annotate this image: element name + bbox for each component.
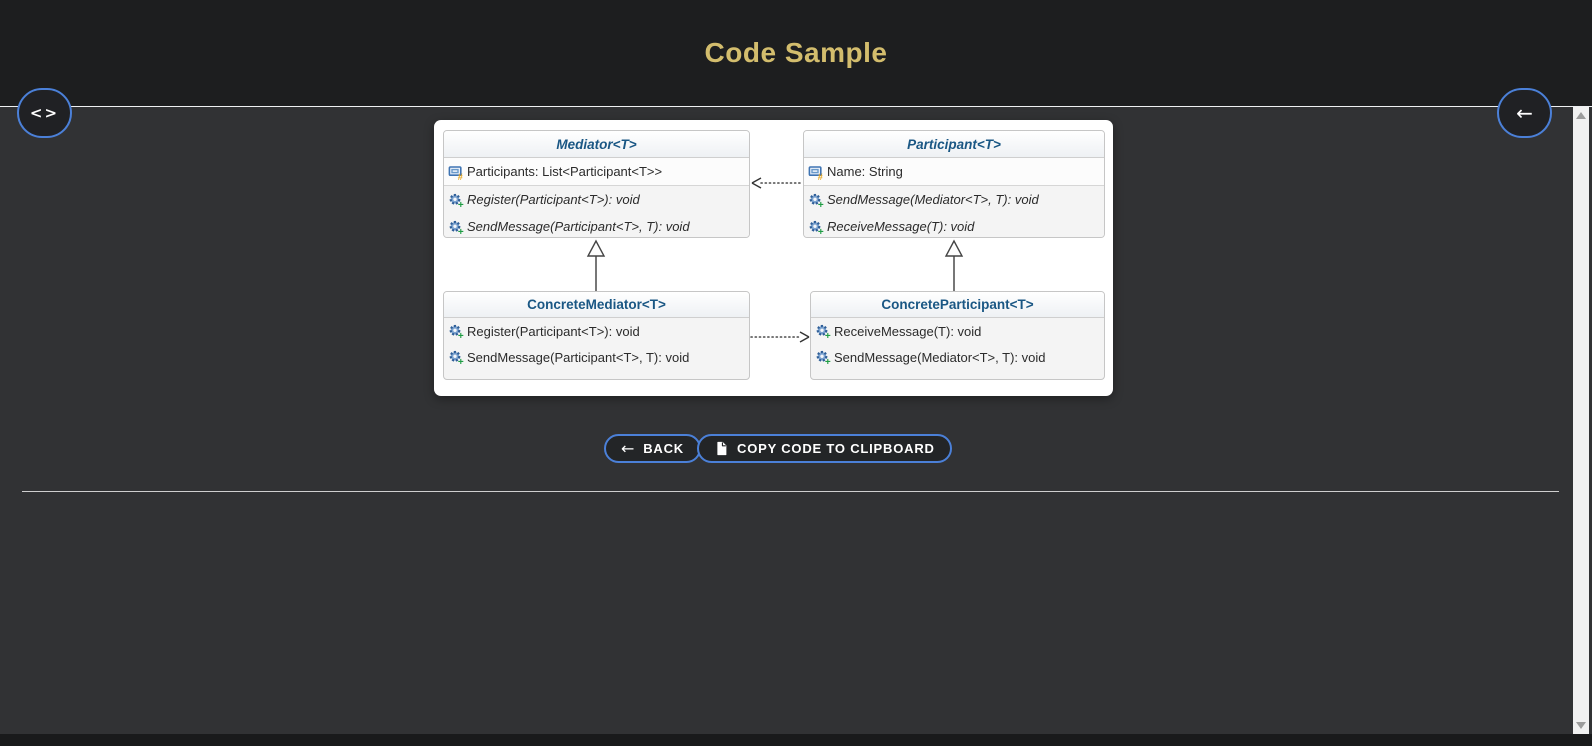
class-member: + SendMessage(Mediator<T>, T): void	[811, 344, 1104, 370]
operation-text: SendMessage(Participant<T>, T): void	[467, 219, 690, 234]
method-icon: +	[809, 193, 824, 208]
page-title: Code Sample	[704, 37, 888, 68]
svg-text:+: +	[825, 357, 831, 365]
attributes-compartment: # Participants: List<Participant<T>>	[444, 158, 749, 186]
operation-text: Register(Participant<T>): void	[467, 323, 640, 339]
attribute-text: Name: String	[827, 164, 903, 179]
class-title: Mediator<T>	[444, 131, 749, 158]
method-icon: +	[816, 350, 831, 365]
back-arrow-icon: ←	[1516, 101, 1533, 125]
class-member: + SendMessage(Mediator<T>, T): void	[804, 186, 1104, 213]
class-member: + ReceiveMessage(T): void	[804, 213, 1104, 237]
method-icon: +	[449, 193, 464, 208]
class-title: ConcreteParticipant<T>	[811, 292, 1104, 318]
back-button[interactable]: ← BACK	[604, 434, 701, 463]
operations-compartment: + Register(Participant<T>): void + SendM…	[444, 318, 749, 370]
method-icon: +	[449, 350, 464, 365]
class-member: + Register(Participant<T>): void	[444, 186, 749, 213]
copy-button-label: COPY CODE TO CLIPBOARD	[737, 441, 935, 456]
class-member: + ReceiveMessage(T): void	[811, 318, 1104, 344]
class-box-concrete-participant: ConcreteParticipant<T> + ReceiveMessage(…	[810, 291, 1105, 380]
attribute-text: Participants: List<Participant<T>>	[467, 164, 663, 179]
class-title: ConcreteMediator<T>	[444, 292, 749, 318]
svg-text:+: +	[818, 200, 824, 208]
operations-compartment: + ReceiveMessage(T): void + SendMessage(…	[811, 318, 1104, 370]
operation-text: ReceiveMessage(T): void	[834, 323, 982, 339]
operation-text: SendMessage(Mediator<T>, T): void	[827, 192, 1039, 207]
class-member: # Name: String	[804, 158, 1104, 185]
svg-text:+: +	[458, 200, 464, 208]
operations-compartment: + Register(Participant<T>): void + SendM…	[444, 186, 749, 237]
vertical-scrollbar[interactable]	[1573, 107, 1589, 734]
svg-text:+: +	[818, 227, 824, 235]
scroll-up-button[interactable]	[1576, 112, 1586, 119]
class-box-concrete-mediator: ConcreteMediator<T> + Register(Participa…	[443, 291, 750, 380]
uml-diagram-panel: Mediator<T> # Participants: List<Partici…	[434, 120, 1113, 396]
class-member: + SendMessage(Participant<T>, T): void	[444, 344, 749, 370]
copy-document-icon	[717, 441, 727, 456]
svg-text:#: #	[458, 171, 463, 179]
operation-text: Register(Participant<T>): void	[467, 192, 640, 207]
back-floating-button[interactable]: ←	[1497, 88, 1552, 138]
field-icon: #	[448, 165, 463, 180]
class-member: + SendMessage(Participant<T>, T): void	[444, 213, 749, 237]
svg-text:+: +	[458, 227, 464, 235]
operation-text: ReceiveMessage(T): void	[827, 219, 975, 234]
class-box-participant: Participant<T> # Name: String + SendMess…	[803, 130, 1105, 238]
bottom-edge-bar	[0, 734, 1592, 746]
back-arrow-icon: ←	[621, 439, 636, 458]
copy-code-button[interactable]: COPY CODE TO CLIPBOARD	[697, 434, 952, 463]
header: Code Sample	[0, 0, 1592, 107]
section-divider	[22, 491, 1559, 492]
method-icon: +	[809, 220, 824, 235]
field-icon: #	[808, 165, 823, 180]
back-button-label: BACK	[643, 441, 684, 456]
operation-text: SendMessage(Participant<T>, T): void	[467, 349, 690, 365]
svg-text:#: #	[818, 171, 823, 179]
class-member: + Register(Participant<T>): void	[444, 318, 749, 344]
class-title: Participant<T>	[804, 131, 1104, 158]
svg-text:+: +	[458, 357, 464, 365]
operations-compartment: + SendMessage(Mediator<T>, T): void + Re…	[804, 186, 1104, 237]
code-icon: <>	[29, 104, 60, 122]
class-box-mediator: Mediator<T> # Participants: List<Partici…	[443, 130, 750, 238]
view-code-button[interactable]: <>	[17, 88, 72, 138]
method-icon: +	[449, 220, 464, 235]
method-icon: +	[816, 324, 831, 339]
svg-text:+: +	[458, 331, 464, 339]
method-icon: +	[449, 324, 464, 339]
svg-text:+: +	[825, 331, 831, 339]
scroll-down-button[interactable]	[1576, 722, 1586, 729]
operation-text: SendMessage(Mediator<T>, T): void	[834, 349, 1046, 365]
class-member: # Participants: List<Participant<T>>	[444, 158, 749, 185]
attributes-compartment: # Name: String	[804, 158, 1104, 186]
